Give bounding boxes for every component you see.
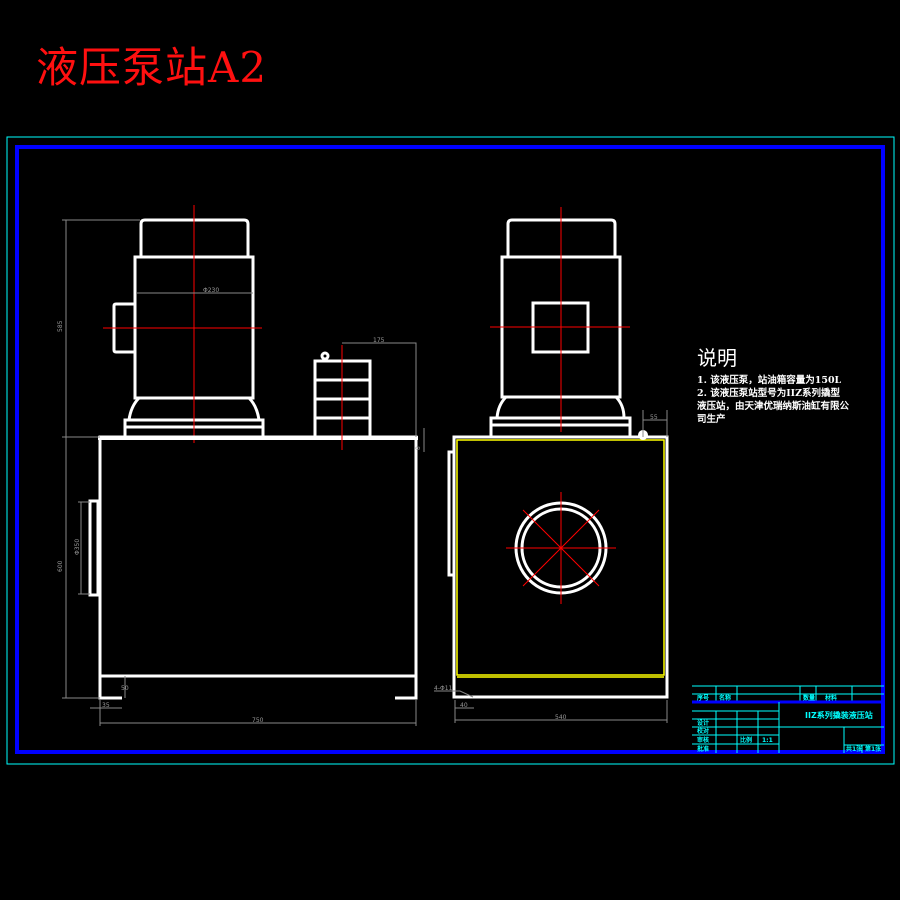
dim-text: 35: [102, 702, 110, 709]
dim-text: 55: [650, 414, 658, 421]
title-block: 序号 名称 数量 材料 IIZ系列撬装液压站 设计 校对 审核 批准 比例 1:…: [692, 685, 884, 753]
dim-text: 40: [460, 702, 468, 709]
note-line: 1. 该液压泵，站油箱容量为150L: [697, 375, 842, 386]
tank: [98, 435, 418, 678]
drawing-name: IIZ系列撬装液压站: [805, 710, 873, 720]
front-view: 585 600 Φ230 175 Φ350 750 35 50 8: [57, 205, 425, 726]
row-label: 设计: [697, 719, 709, 727]
dim-text: Φ230: [203, 287, 219, 294]
note-line: 2. 该液压泵站型号为IIZ系列撬型液压站，由天津优瑞纳斯油缸有限公司生产: [697, 388, 850, 425]
scale-value: 1:1: [762, 737, 773, 744]
dim-text: 4-Φ11: [434, 685, 453, 692]
inner-frame: [15, 145, 885, 754]
sheet-number: 第1张: [864, 745, 882, 753]
drawing-title: 液压泵站A2: [36, 43, 268, 92]
scale-label: 比例: [740, 736, 752, 744]
tank-inner: [456, 439, 665, 676]
top-label: 名称: [719, 694, 731, 702]
dim-text: 175: [373, 337, 385, 344]
bell-housing: [127, 396, 261, 421]
top-label: 数量: [803, 694, 815, 702]
notes: 说明 1. 该液压泵，站油箱容量为150L 2. 该液压泵站型号为IIZ系列撬型…: [697, 342, 849, 426]
filter-cap: [320, 351, 330, 361]
tank-legs: [98, 676, 418, 700]
top-label: 序号: [696, 694, 709, 702]
row-label: 批准: [697, 745, 709, 753]
dim-text: 600: [57, 560, 64, 572]
dim-text: 540: [555, 714, 567, 721]
side-view: 55 540 40 4-Φ11: [434, 207, 669, 723]
dim-text: 750: [252, 717, 264, 724]
outer-frame: [6, 136, 895, 765]
bell-housing: [495, 395, 626, 419]
dim-text: 585: [57, 320, 64, 332]
side-port: [447, 450, 456, 577]
sheets-total: 共1张: [846, 745, 863, 753]
row-label: 审核: [697, 736, 709, 744]
top-label: 材料: [824, 694, 837, 702]
dim-text: 8: [415, 446, 422, 450]
side-port: [88, 499, 100, 597]
dim-text: 50: [121, 685, 129, 692]
notes-heading: 说明: [697, 346, 737, 370]
row-label: 校对: [697, 727, 709, 735]
dim-text: Φ350: [74, 539, 81, 555]
